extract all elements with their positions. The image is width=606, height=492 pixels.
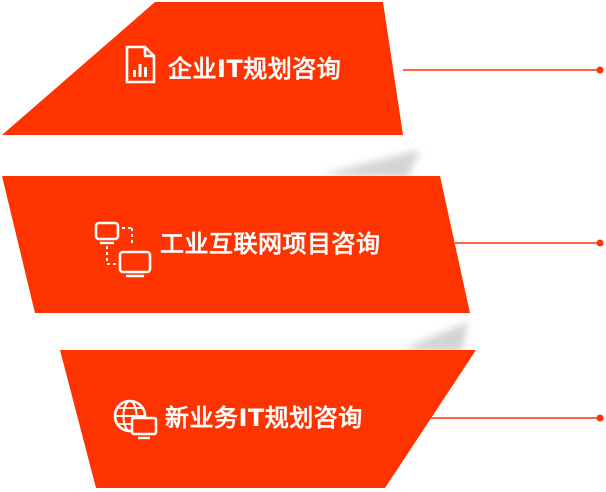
service-label-2[interactable]: 工业互联网项目咨询 [160, 230, 381, 258]
service-card-2[interactable] [2, 176, 470, 313]
service-card-1[interactable] [2, 2, 403, 135]
service-label-3[interactable]: 新业务IT规划咨询 [165, 404, 363, 432]
connector-2 [455, 239, 604, 247]
connector-dot-icon [596, 66, 604, 74]
card-3-shadow [400, 322, 468, 352]
connector-3 [430, 414, 604, 422]
card-3-shape[interactable] [60, 350, 476, 488]
connected-monitors-icon [94, 221, 152, 278]
service-card-3[interactable] [60, 350, 476, 488]
connector-dot-icon [596, 414, 604, 422]
bar-chart-document-icon [125, 45, 156, 84]
service-label-1[interactable]: 企业IT规划咨询 [168, 55, 342, 83]
card-2-shape[interactable] [2, 176, 470, 313]
card-1-shape[interactable] [2, 2, 403, 135]
connector-dot-icon [596, 239, 604, 247]
connector-1 [403, 66, 604, 74]
card-2-shadow [320, 150, 420, 178]
globe-monitor-icon [113, 399, 158, 440]
